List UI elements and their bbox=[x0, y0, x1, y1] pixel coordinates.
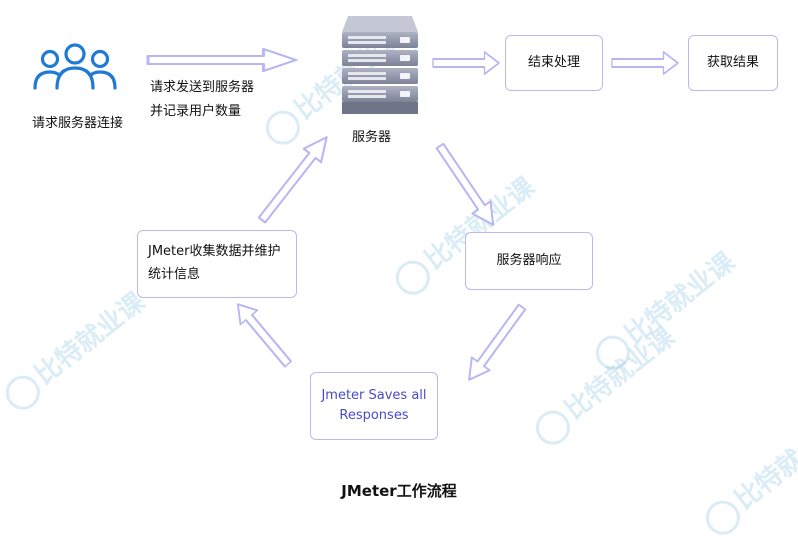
get-result-box: 获取结果 bbox=[688, 35, 778, 91]
process-end-box: 结束处理 bbox=[505, 35, 603, 91]
arrow-server-to-response bbox=[429, 138, 504, 232]
arrow-server-to-end bbox=[432, 51, 500, 75]
flow-diagram: 比特就业课 比特就业课 比特就业课 比特就业课 比特就业课 比特就业课 bbox=[0, 16, 798, 541]
jmeter-collect-label-1: JMeter收集数据并维护 bbox=[148, 244, 281, 260]
arrow-response-to-saves bbox=[459, 299, 532, 388]
jmeter-saves-label-2: Responses bbox=[339, 408, 409, 423]
request-label-line-1: 请求发送到服务器 bbox=[150, 80, 255, 95]
jmeter-collect-label-2: 统计信息 bbox=[148, 267, 201, 282]
server-icon bbox=[342, 16, 418, 114]
get-result-label: 获取结果 bbox=[706, 54, 759, 70]
server-label: 服务器 bbox=[352, 130, 392, 145]
arrow-end-to-result bbox=[611, 51, 679, 75]
request-label-line-2: 并记录用户数量 bbox=[150, 104, 242, 119]
users-icon bbox=[33, 43, 117, 90]
arrow-saves-to-collect bbox=[228, 296, 298, 372]
jmeter-collect-box: JMeter收集数据并维护 统计信息 bbox=[137, 230, 297, 298]
process-end-label: 结束处理 bbox=[527, 54, 580, 70]
server-response-label: 服务器响应 bbox=[496, 252, 562, 268]
users-label: 请求服务器连接 bbox=[32, 116, 124, 131]
jmeter-saves-box: Jmeter Saves all Responses bbox=[310, 372, 438, 440]
jmeter-saves-label-1: Jmeter Saves all bbox=[321, 387, 427, 403]
arrow-collect-to-server bbox=[252, 129, 337, 228]
server-response-box: 服务器响应 bbox=[465, 232, 593, 290]
arrow-users-to-server bbox=[146, 47, 298, 73]
diagram-caption: JMeter工作流程 bbox=[341, 482, 457, 500]
